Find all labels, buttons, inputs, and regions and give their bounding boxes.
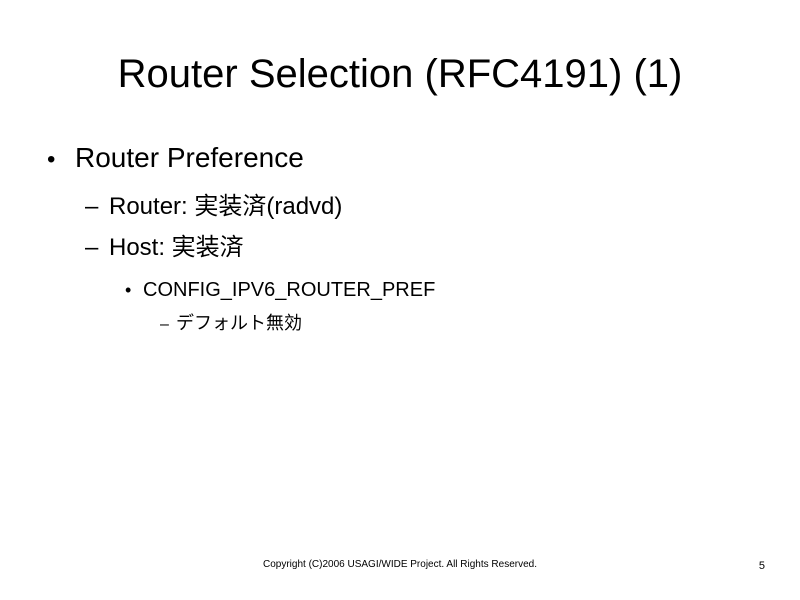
bullet-level2-host: – Host: 実装済	[85, 233, 244, 263]
bullet-dot-icon: •	[125, 280, 132, 300]
bullet-text: CONFIG_IPV6_ROUTER_PREF	[143, 279, 436, 301]
bullet-dash-icon: –	[85, 193, 99, 220]
bullet-dash-icon: –	[160, 316, 169, 333]
bullet-dot-icon: •	[47, 146, 56, 173]
bullet-text: Router Preference	[75, 142, 304, 173]
bullet-text: Host: 実装済	[109, 234, 244, 261]
copyright-footer: Copyright (C)2006 USAGI/WIDE Project. Al…	[263, 559, 537, 570]
bullet-dash-icon: –	[85, 234, 99, 261]
bullet-level1-router-preference: • Router Preference	[47, 140, 304, 178]
bullet-text: デフォルト無効	[176, 313, 302, 333]
bullet-text: Router: 実装済(radvd)	[109, 193, 343, 220]
bullet-level2-router: – Router: 実装済(radvd)	[85, 192, 342, 222]
page-number: 5	[758, 560, 765, 572]
slide-title: Router Selection (RFC4191) (1)	[117, 52, 683, 96]
bullet-level4-default-disabled: – デフォルト無効	[160, 312, 302, 336]
bullet-level3-config: • CONFIG_IPV6_ROUTER_PREF	[125, 277, 435, 303]
